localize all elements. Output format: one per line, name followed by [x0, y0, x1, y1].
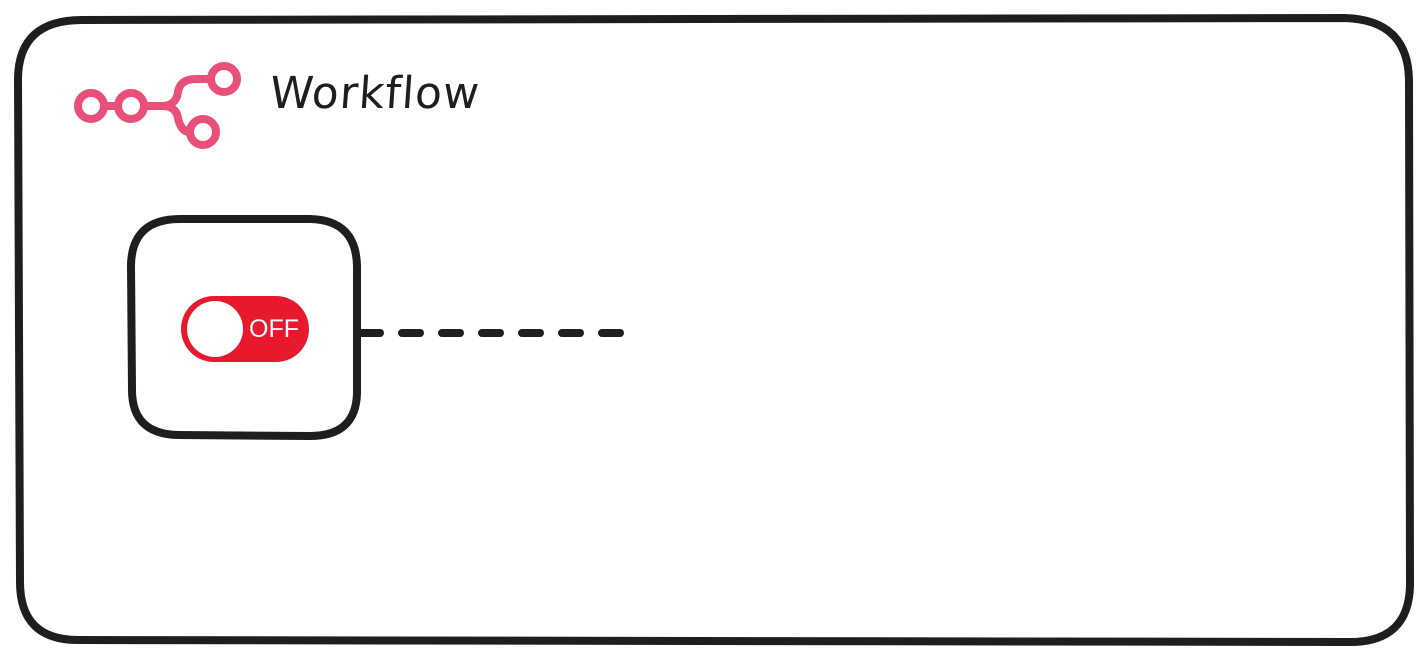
off-toggle-switch[interactable]: OFF	[181, 296, 309, 362]
page-title: Workflow	[268, 68, 482, 119]
trigger-node[interactable]	[127, 215, 361, 440]
toggle-knob[interactable]	[187, 301, 243, 357]
outer-container	[14, 14, 1414, 646]
toggle-label: OFF	[249, 315, 299, 343]
workflow-nodes-icon	[74, 62, 241, 149]
